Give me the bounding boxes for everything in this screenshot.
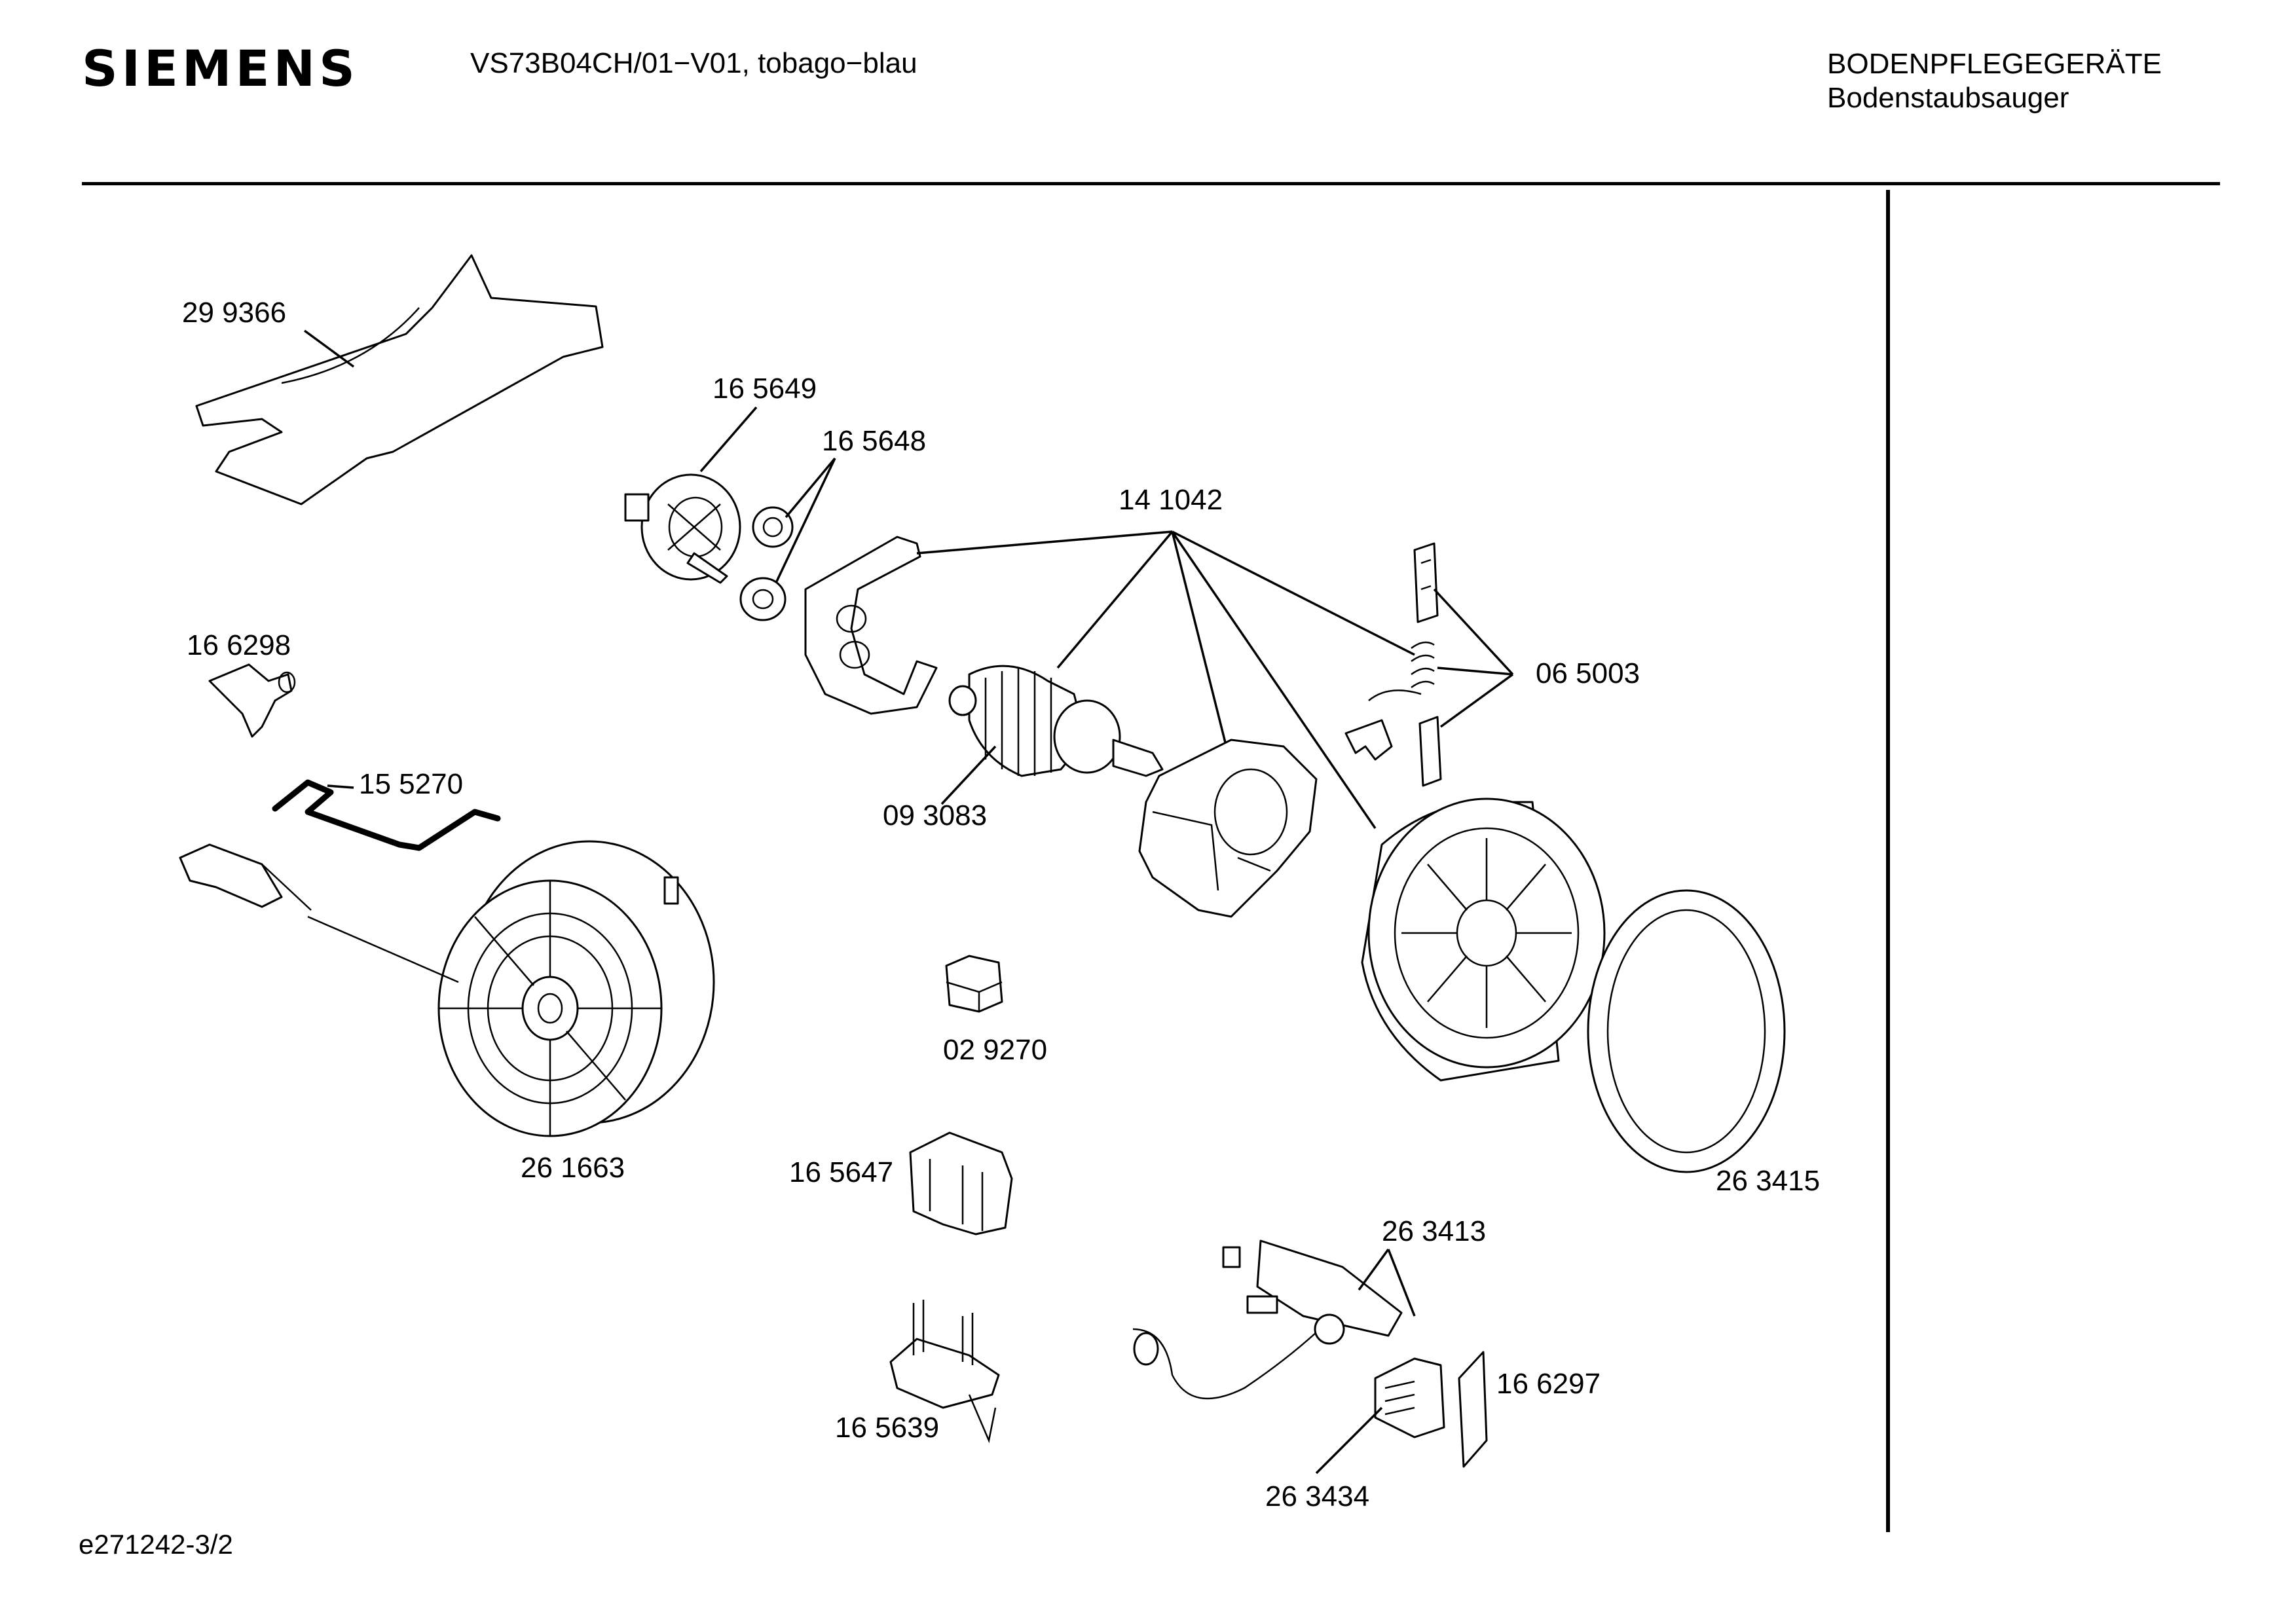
- category-title: BODENPFLEGEGERÄTE: [1827, 48, 2162, 80]
- part-filter-plate: [195, 254, 604, 505]
- leader-263413: [1358, 1248, 1416, 1317]
- document-id: e271242-3/2: [79, 1529, 233, 1560]
- leader-141042: [916, 530, 1415, 829]
- leader-299366: [303, 329, 355, 368]
- part-cord-reel: [179, 840, 715, 1137]
- part-latch: [208, 663, 296, 738]
- label-065003: 06 5003: [1536, 657, 1640, 689]
- leader-093083: [940, 745, 997, 805]
- label-263434: 26 3434: [1265, 1480, 1369, 1512]
- part-motor-bracket: [804, 536, 938, 715]
- part-carbon-brushes: [1344, 542, 1442, 787]
- part-field-coil: [1138, 739, 1318, 918]
- part-wire-bracket: [272, 779, 501, 851]
- label-165648: 16 5648: [822, 425, 926, 457]
- label-166298: 16 6298: [187, 629, 291, 661]
- part-terminal-block: [1374, 1357, 1445, 1438]
- label-263413: 26 3413: [1382, 1215, 1486, 1247]
- leader-065003: [1433, 588, 1514, 728]
- part-switch: [945, 955, 1003, 1013]
- label-261663: 26 1663: [521, 1152, 625, 1184]
- header-rule: [82, 182, 2220, 185]
- part-cover-plate: [1458, 1351, 1488, 1468]
- leader-263434: [1315, 1406, 1383, 1475]
- label-263415: 26 3415: [1716, 1165, 1820, 1197]
- leader-155270: [327, 784, 354, 789]
- label-165639: 16 5639: [835, 1412, 939, 1444]
- leader-165649: [699, 406, 758, 473]
- part-bushings: [739, 506, 794, 621]
- part-switch-housing: [909, 1131, 1013, 1236]
- part-electronics-board: [1132, 1239, 1403, 1400]
- label-165649: 16 5649: [713, 373, 817, 405]
- part-motor-housing: [1361, 797, 1786, 1173]
- brand-logo: SIEMENS: [82, 39, 359, 98]
- part-bearing-cap: [624, 473, 741, 584]
- part-armature: [948, 665, 1164, 777]
- category-subtitle: Bodenstaubsauger: [1827, 82, 2069, 114]
- label-165647: 16 5647: [789, 1156, 893, 1188]
- model-designation: VS73B04CH/01−V01, tobago−blau: [470, 47, 917, 79]
- label-141042: 14 1042: [1119, 484, 1223, 516]
- label-029270: 02 9270: [943, 1034, 1047, 1066]
- label-093083: 09 3083: [883, 799, 987, 832]
- leader-165648: [775, 457, 836, 583]
- label-299366: 29 9366: [182, 297, 286, 329]
- label-155270: 15 5270: [359, 768, 463, 800]
- part-holder: [889, 1300, 1000, 1444]
- label-166297: 16 6297: [1496, 1368, 1601, 1400]
- category-block: BODENPFLEGEGERÄTE Bodenstaubsauger: [1827, 47, 2162, 115]
- right-margin-rule: [1886, 190, 1890, 1532]
